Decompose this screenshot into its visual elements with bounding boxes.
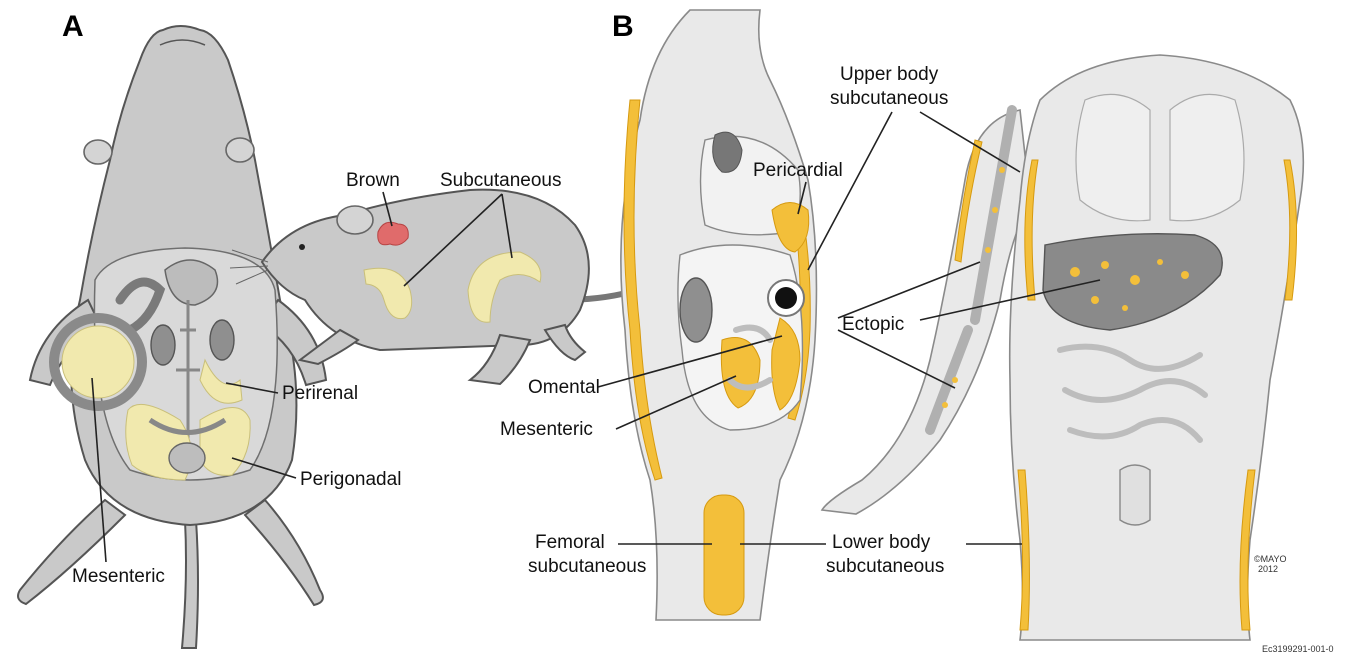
label-perigonadal: Perigonadal	[300, 469, 401, 490]
mouse-hindleg-left	[18, 500, 125, 604]
bladder	[169, 443, 205, 473]
label-lower-body-line2: subcutaneous	[826, 556, 944, 577]
side-mouse-eye	[299, 244, 305, 250]
label-femoral-line2: subcutaneous	[528, 556, 646, 577]
front-torso-outline	[1010, 55, 1304, 640]
label-subcutaneous-mouse: Subcutaneous	[440, 170, 562, 191]
panel-a-letter: A	[62, 10, 84, 43]
supine-mouse-illustration	[18, 26, 326, 648]
human-side-view	[621, 10, 817, 620]
mouse-tail	[182, 520, 198, 648]
label-mesenteric-mouse: Mesenteric	[72, 566, 165, 587]
genital-outline	[1120, 465, 1150, 525]
copyright-line1: ©MAYO	[1254, 554, 1286, 564]
panel-b: B	[500, 10, 1303, 640]
kidney-right	[210, 320, 234, 360]
colon-lumen	[775, 287, 797, 309]
label-upper-body-line1: Upper body	[840, 64, 939, 85]
label-perirenal: Perirenal	[282, 383, 358, 404]
label-pericardial: Pericardial	[753, 160, 843, 181]
brown-fat-depot	[378, 222, 409, 245]
side-mouse-hindfoot	[545, 325, 585, 360]
mouse-ear-left	[84, 140, 112, 164]
label-ectopic: Ectopic	[842, 314, 904, 335]
figure-id: Ec3199291-001-0	[1262, 644, 1334, 654]
label-lower-body-line1: Lower body	[832, 532, 931, 553]
mesenteric-fat-mouse	[62, 326, 134, 398]
mouse-hindleg-right	[245, 500, 323, 605]
label-femoral-line1: Femoral	[535, 532, 605, 553]
label-mesenteric-human: Mesenteric	[500, 419, 593, 440]
label-upper-body-line2: subcutaneous	[830, 88, 948, 109]
panel-b-letter: B	[612, 10, 634, 43]
label-omental: Omental	[528, 377, 600, 398]
kidney-left	[151, 325, 175, 365]
femoral-subcutaneous-fat	[704, 495, 744, 615]
mouse-ear-right	[226, 138, 254, 162]
side-kidney	[680, 278, 712, 342]
label-brown: Brown	[346, 170, 400, 191]
copyright-line2: 2012	[1258, 564, 1278, 574]
side-mouse-ear	[337, 206, 373, 234]
